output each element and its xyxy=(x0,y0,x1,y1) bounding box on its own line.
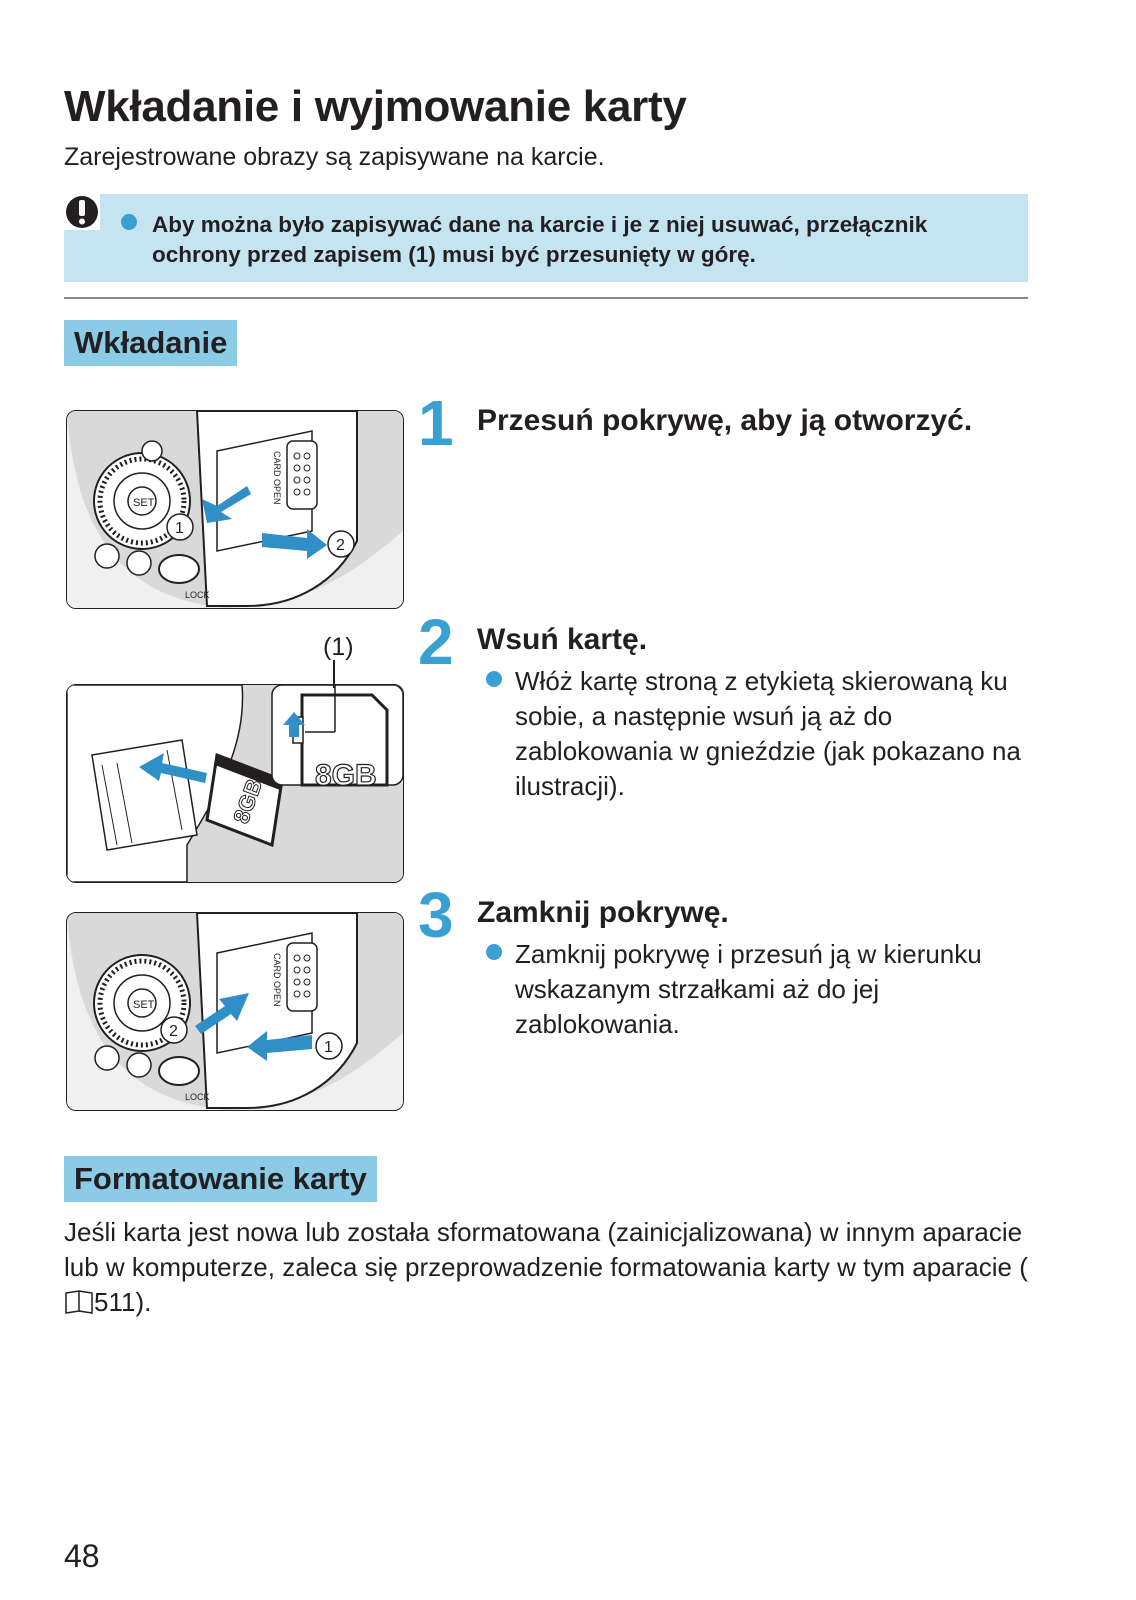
warning-bullet-icon xyxy=(121,214,137,230)
format-text: Jeśli karta jest nowa lub została sforma… xyxy=(64,1215,1044,1320)
set-label: SET xyxy=(133,497,155,509)
format-text-before: Jeśli karta jest nowa lub została sforma… xyxy=(64,1217,1028,1282)
illustration-insert-card: 8GB 8GB xyxy=(66,684,404,883)
cover-label-2: CARD OPEN xyxy=(272,953,282,1007)
arrow-insert-icon xyxy=(139,753,207,783)
page-reference-link[interactable]: 511 xyxy=(94,1287,136,1317)
section-insert-title: Wkładanie xyxy=(64,320,238,366)
step-2-text: Włóż kartę stroną z etykietą skierowaną … xyxy=(515,666,1021,801)
page-number: 48 xyxy=(64,1538,100,1574)
caution-icon xyxy=(64,194,100,230)
lock-label: LOCK xyxy=(185,590,210,600)
page-title: Wkładanie i wyjmowanie karty xyxy=(64,82,687,131)
step-1-title: Przesuń pokrywę, aby ją otworzyć. xyxy=(477,404,973,437)
format-text-after: ). xyxy=(135,1287,152,1317)
marker-1b: 1 xyxy=(324,1039,333,1056)
divider xyxy=(64,297,1028,299)
step-2-title: Wsuń kartę. xyxy=(477,623,648,656)
step-3-bullet-icon xyxy=(486,944,502,960)
illustration-close-cover: CARD OPEN SET LOCK 2 1 xyxy=(66,912,404,1111)
section-format-title: Formatowanie karty xyxy=(64,1156,377,1202)
step-3-title: Zamknij pokrywę. xyxy=(477,896,729,929)
book-reference-icon xyxy=(65,1290,93,1314)
illustration-open-cover: CARD OPEN SET LOCK 1 2 xyxy=(66,410,404,609)
marker-2b: 2 xyxy=(169,1023,178,1040)
arrow-open-icon xyxy=(262,529,327,559)
step-1-number: 1 xyxy=(418,387,454,459)
callout-1: (1) xyxy=(323,633,354,661)
set-label-2: SET xyxy=(133,999,155,1011)
step-3-number: 3 xyxy=(418,879,454,951)
marker-1: 1 xyxy=(175,520,184,537)
page-subtitle: Zarejestrowane obrazy są zapisywane na k… xyxy=(64,143,605,171)
arrow-slide-icon xyxy=(202,486,251,523)
cover-label: CARD OPEN xyxy=(272,451,282,505)
marker-2: 2 xyxy=(336,537,345,554)
callout-leader-line xyxy=(333,660,335,688)
lock-label-2: LOCK xyxy=(185,1092,210,1102)
card-capacity-zoom-label: 8GB xyxy=(315,759,377,792)
arrow-close-icon xyxy=(195,993,249,1034)
step-2-bullet-icon xyxy=(486,671,502,687)
step-2-number: 2 xyxy=(418,606,454,678)
arrow-lock-switch-icon xyxy=(283,712,305,737)
warning-text: Aby można było zapisywać dane na karcie … xyxy=(152,212,928,267)
step-3-text: Zamknij pokrywę i przesuń ją w kierunku … xyxy=(515,939,982,1039)
arrow-slide-back-icon xyxy=(247,1031,312,1061)
warning-box xyxy=(64,194,1028,282)
